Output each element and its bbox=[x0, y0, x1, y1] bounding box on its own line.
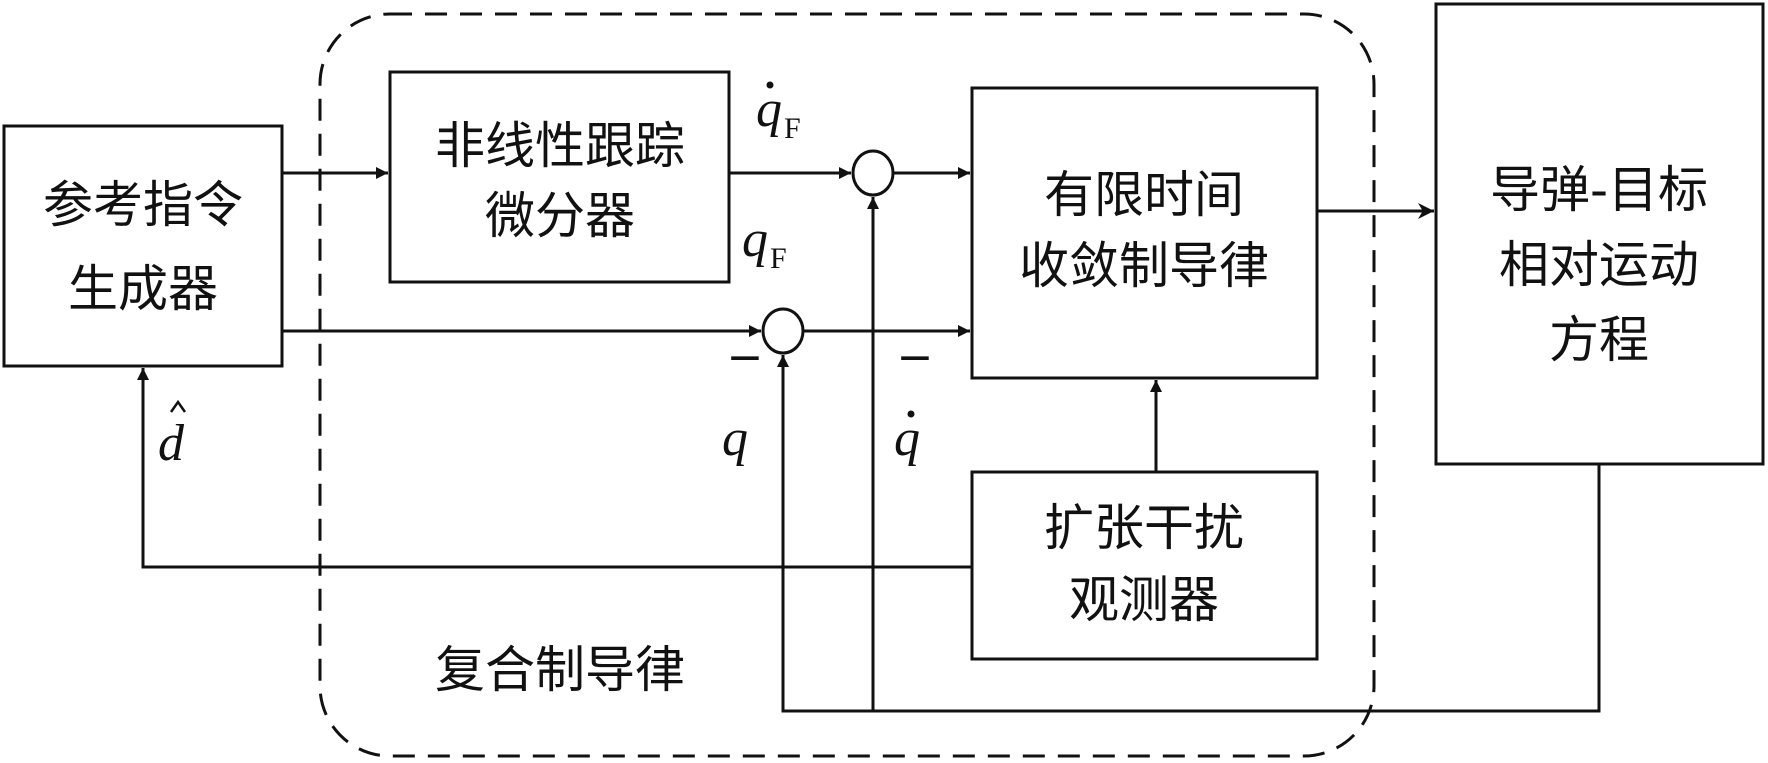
minus-sign-q: − bbox=[727, 332, 764, 383]
plant-label-line2: 相对运动 bbox=[1499, 236, 1699, 294]
summing-junction-q bbox=[761, 307, 805, 355]
tracking-differentiator-block bbox=[388, 70, 731, 284]
hat-accent bbox=[169, 399, 187, 413]
signal-q-dot: q bbox=[894, 410, 920, 467]
missile-target-relative-motion-block bbox=[1434, 2, 1765, 466]
signal-d-hat: d bbox=[158, 399, 187, 472]
svg-text:q: q bbox=[894, 410, 920, 467]
line-plant-feedback bbox=[777, 355, 1601, 713]
extended-state-observer-block bbox=[970, 470, 1319, 661]
signal-q: q bbox=[722, 410, 748, 467]
eso-label-line2: 观测器 bbox=[1069, 571, 1219, 629]
ref-cmd-label-line1: 参考指令 bbox=[43, 176, 243, 234]
composite-guidance-region bbox=[318, 12, 1376, 758]
eso-label-line1: 扩张干扰 bbox=[1044, 499, 1244, 557]
svg-text:F: F bbox=[784, 112, 801, 145]
guidance-label-line2: 收敛制导律 bbox=[1019, 237, 1269, 295]
guidance-label-line1: 有限时间 bbox=[1044, 166, 1244, 224]
svg-text:q: q bbox=[742, 211, 768, 268]
plant-label-line3: 方程 bbox=[1549, 311, 1649, 369]
ref-cmd-label-line2: 生成器 bbox=[68, 260, 218, 318]
dot-accent bbox=[766, 81, 774, 89]
finite-time-guidance-block bbox=[970, 86, 1319, 380]
signal-qf: q F bbox=[742, 211, 787, 275]
minus-sign-qdot: − bbox=[897, 332, 934, 383]
reference-command-generator-block bbox=[2, 124, 284, 368]
plant-label-line1: 导弹-目标 bbox=[1490, 161, 1708, 219]
td-label-line1: 非线性跟踪 bbox=[435, 117, 685, 175]
line-eso-dhat-to-ref bbox=[137, 368, 972, 569]
signal-qf-dot: q F bbox=[756, 81, 801, 145]
td-label-line2: 微分器 bbox=[485, 187, 635, 245]
summing-junction-qdot bbox=[851, 149, 895, 197]
svg-text:q: q bbox=[756, 81, 782, 138]
dot-accent bbox=[907, 410, 915, 418]
composite-guidance-label: 复合制导律 bbox=[435, 641, 685, 699]
svg-text:F: F bbox=[770, 242, 787, 275]
svg-text:d: d bbox=[158, 415, 185, 472]
